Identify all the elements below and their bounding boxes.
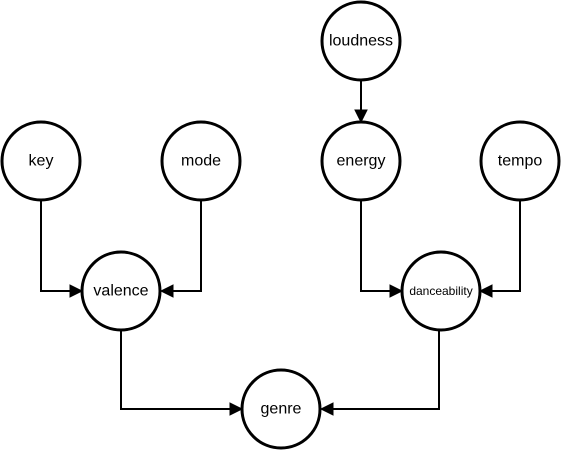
node-label-loudness: loudness — [329, 33, 393, 50]
edge-loudness-energy — [354, 80, 368, 124]
edge-key-valence — [40, 200, 84, 298]
node-mode: mode — [160, 120, 242, 202]
node-label-tempo: tempo — [498, 153, 543, 170]
edge-danceability-genre — [319, 330, 440, 416]
node-energy: energy — [320, 120, 402, 202]
node-loudness: loudness — [320, 0, 402, 82]
edge-energy-danceability — [360, 200, 404, 298]
node-label-valence: valence — [93, 283, 148, 300]
node-tempo: tempo — [479, 120, 561, 202]
node-valence: valence — [80, 250, 162, 332]
node-label-genre: genre — [261, 401, 302, 418]
node-label-key: key — [29, 153, 54, 170]
edge-mode-valence — [159, 200, 202, 298]
node-key: key — [0, 120, 82, 202]
node-genre: genre — [240, 368, 322, 450]
edge-valence-genre — [120, 330, 244, 416]
edge-tempo-danceability — [478, 200, 521, 298]
node-danceability: danceability — [400, 250, 482, 332]
node-label-danceability: danceability — [409, 284, 472, 298]
node-label-mode: mode — [181, 153, 221, 170]
node-label-energy: energy — [337, 153, 386, 170]
